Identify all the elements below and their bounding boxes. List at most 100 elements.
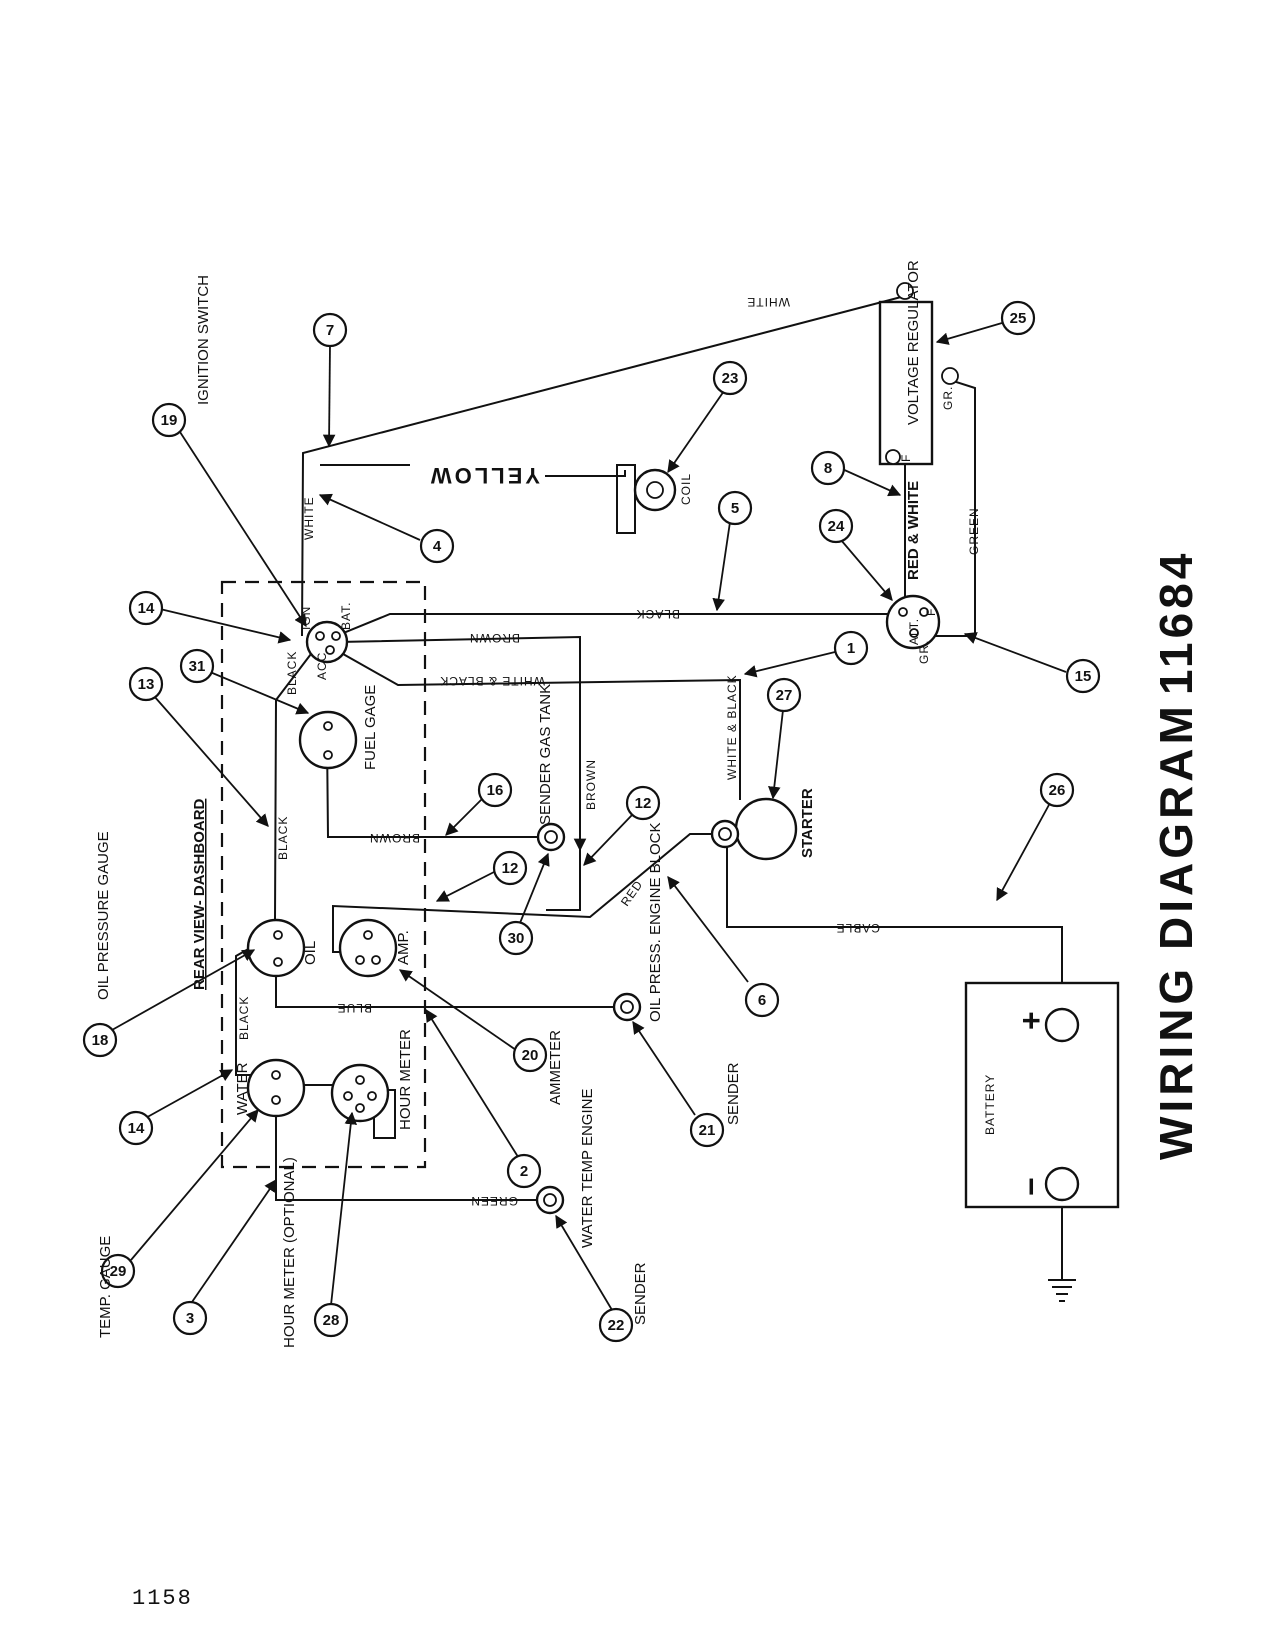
page-number: 1158 (132, 1586, 193, 1611)
svg-text:23: 23 (722, 370, 739, 387)
label-oil-press-engine-block: OIL PRESS. ENGINE BLOCK (647, 822, 664, 1022)
callout-12-lower: 12 (492, 850, 528, 886)
callout-3: 3 (172, 1300, 208, 1336)
callout-19: 19 (151, 402, 187, 438)
label-battery: BATTERY (983, 1074, 997, 1135)
wire-label-white-black-horizontal: WHITE & BLACK (439, 674, 545, 688)
svg-text:28: 28 (323, 1312, 340, 1329)
oil-gauge (246, 918, 306, 978)
wire-label-green-reg: GREEN (967, 507, 981, 555)
wire-label-white-top: WHITE (746, 295, 790, 309)
label-sender-gas-tank: SENDER GAS TANK (537, 684, 554, 825)
callout-16: 16 (477, 772, 513, 808)
svg-text:21: 21 (699, 1122, 716, 1139)
svg-text:20: 20 (522, 1047, 539, 1064)
sender-gas-tank (536, 822, 566, 852)
svg-text:27: 27 (776, 687, 793, 704)
label-battery-plus: + (1013, 1011, 1049, 1030)
wires (235, 288, 1063, 1280)
wire-label-black-ign: BLACK (285, 651, 299, 695)
wire-label-cable: CABLE (836, 921, 880, 935)
label-ignition-switch: IGNITION SWITCH (195, 275, 212, 405)
alternator (885, 594, 941, 650)
wire-label-brown-fuel: BROWN (369, 831, 420, 845)
sender-oil-press (612, 992, 642, 1022)
label-hour-meter-optional: HOUR METER (OPTIONAL) (281, 1157, 298, 1348)
label-alt-gr: GR. (917, 640, 931, 664)
wire-label-black-water: BLACK (237, 996, 251, 1040)
callout-8: 8 (810, 450, 846, 486)
callout-12-upper: 12 (625, 785, 661, 821)
callout-1: 1 (833, 630, 869, 666)
label-hour-meter-gauge: HOUR METER (397, 1029, 414, 1130)
svg-text:12: 12 (635, 795, 652, 812)
label-sender-oil: SENDER (725, 1062, 742, 1125)
label-rear-view-dashboard: REAR VIEW- DASHBOARD (191, 798, 208, 990)
callout-24: 24 (818, 508, 854, 544)
water-gauge (246, 1058, 306, 1118)
callout-18: 18 (82, 1022, 118, 1058)
label-acc: ACC (315, 652, 329, 680)
voltage-regulator (878, 282, 959, 466)
callout-6: 6 (744, 982, 780, 1018)
title-number: 11684 (1150, 550, 1202, 695)
fuel-gage (298, 710, 358, 770)
svg-text:25: 25 (1010, 310, 1027, 327)
label-oil-gauge: OIL (302, 941, 319, 965)
svg-text:6: 6 (758, 992, 766, 1009)
starter (710, 797, 798, 861)
callout-25: 25 (1000, 300, 1036, 336)
callout-14-top: 14 (128, 590, 164, 626)
svg-text:29: 29 (110, 1263, 127, 1280)
label-starter: STARTER (799, 788, 816, 858)
svg-text:3: 3 (186, 1310, 194, 1327)
callout-30: 30 (498, 920, 534, 956)
wire-label-brown-top: BROWN (469, 631, 520, 645)
svg-text:7: 7 (326, 322, 334, 339)
label-alternator: ALT. (907, 618, 921, 645)
svg-text:31: 31 (189, 658, 206, 675)
label-voltage-regulator: VOLTAGE REGULATOR (905, 260, 922, 425)
svg-text:8: 8 (824, 460, 832, 477)
title-diagram: DIAGRAM (1150, 702, 1202, 950)
sender-water-temp (535, 1185, 565, 1215)
wire-label-yellow: YELLOW (428, 463, 540, 488)
label-water-gauge: WATER (234, 1062, 251, 1115)
svg-text:5: 5 (731, 500, 739, 517)
callout-31: 31 (179, 648, 215, 684)
svg-text:18: 18 (92, 1032, 109, 1049)
wire-label-white-black-vertical: WHITE & BLACK (725, 674, 739, 780)
callout-22: 22 (598, 1307, 634, 1343)
svg-text:4: 4 (433, 538, 442, 555)
svg-text:14: 14 (138, 600, 155, 617)
svg-text:16: 16 (487, 782, 504, 799)
svg-text:14: 14 (128, 1120, 145, 1137)
label-ign: IGN (299, 606, 313, 630)
label-alt-f: F (924, 608, 938, 616)
callout-21: 21 (689, 1112, 725, 1148)
callout-23: 23 (712, 360, 748, 396)
title-wiring: WIRING (1150, 965, 1202, 1160)
label-battery-minus: − (1013, 1177, 1049, 1196)
callout-29: 29 (100, 1253, 136, 1289)
callout-14-bottom: 14 (118, 1110, 154, 1146)
ground-symbol (1048, 1279, 1076, 1302)
callout-7: 7 (312, 312, 348, 348)
callout-27: 27 (766, 677, 802, 713)
callout-26: 26 (1039, 772, 1075, 808)
svg-text:12: 12 (502, 860, 519, 877)
callout-5: 5 (717, 490, 753, 526)
wire-label-blue: BLUE (337, 1001, 372, 1015)
callout-13: 13 (128, 666, 164, 702)
callout-20: 20 (512, 1037, 548, 1073)
svg-text:22: 22 (608, 1317, 625, 1334)
callout-4: 4 (419, 528, 455, 564)
label-oil-pressure-gauge: OIL PRESSURE GAUGE (95, 831, 112, 1000)
wire-label-red: RED (618, 877, 646, 908)
label-reg-f: F (899, 454, 913, 462)
svg-text:2: 2 (520, 1163, 528, 1180)
label-temp-gauge: TEMP. GAUGE (97, 1236, 114, 1338)
callout-15: 15 (1065, 658, 1101, 694)
svg-text:26: 26 (1049, 782, 1066, 799)
svg-text:1: 1 (847, 640, 855, 657)
